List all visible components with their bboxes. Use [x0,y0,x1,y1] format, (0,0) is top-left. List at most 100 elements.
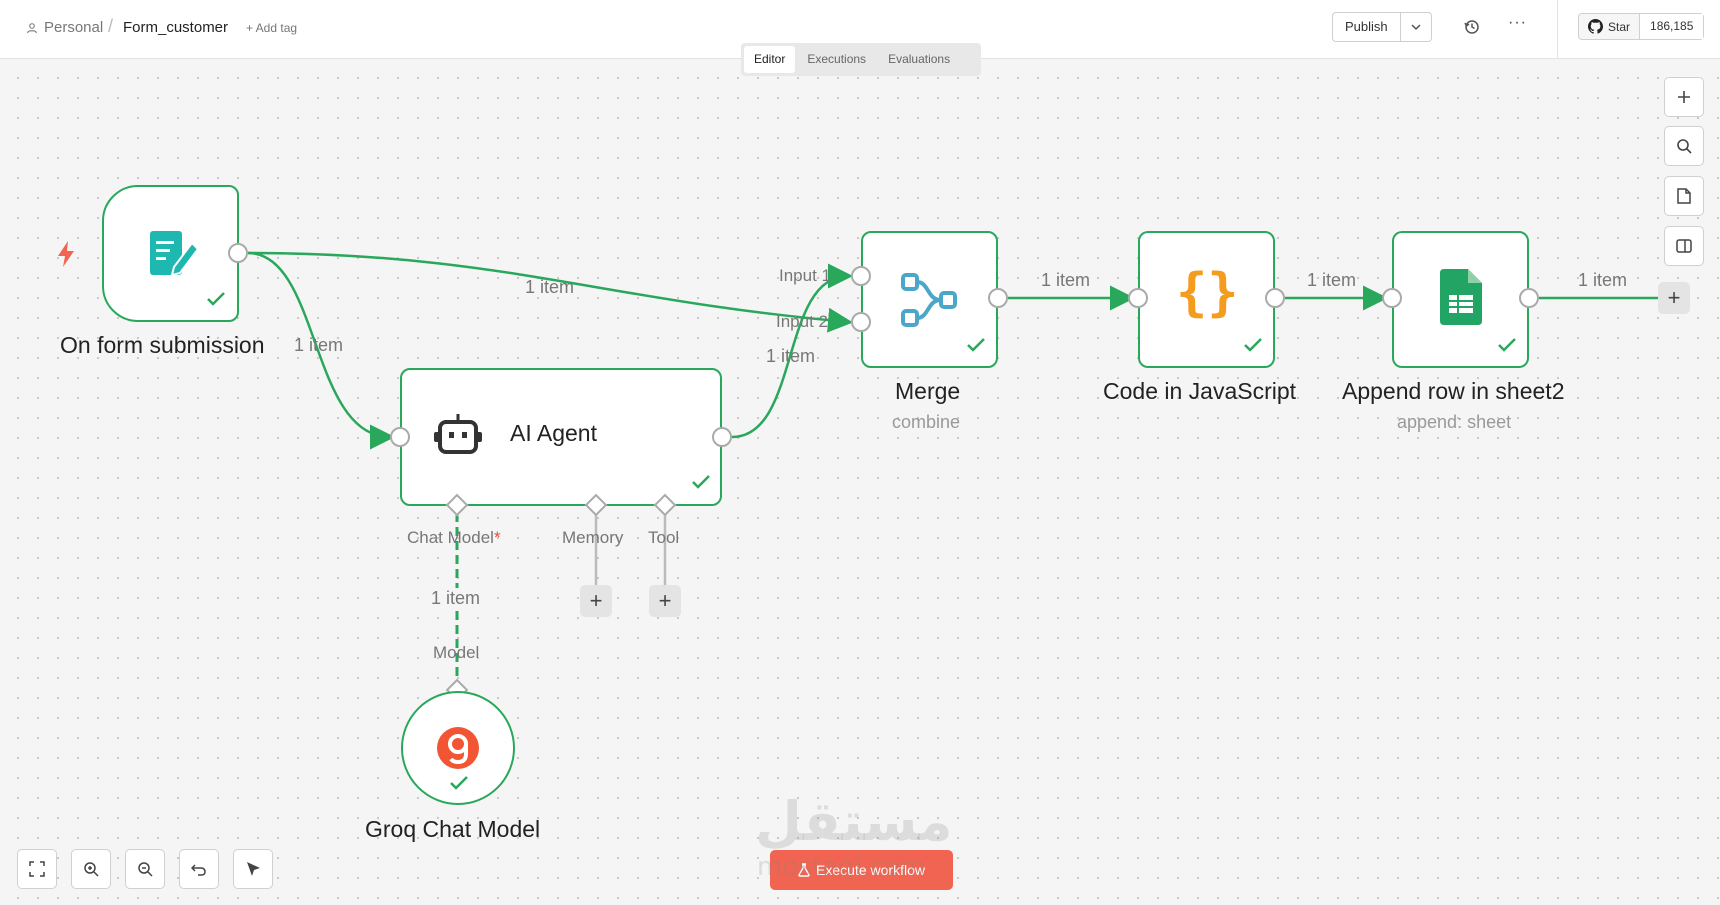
node-merge[interactable] [861,231,998,368]
toggle-panel-button[interactable] [1664,226,1704,266]
form-icon [150,231,200,277]
tab-editor[interactable]: Editor [744,46,796,73]
success-check-icon [1498,338,1516,352]
node-code-javascript[interactable]: {} [1138,231,1275,368]
merge-icon [901,273,957,327]
workflow-name[interactable]: Form_customer [123,19,229,36]
publish-dropdown-button[interactable] [1401,13,1431,41]
view-tabs: Editor Executions Evaluations [741,43,981,76]
panel-icon [1676,239,1692,253]
chat-model-label: Chat Model* [407,528,501,547]
watermark-latin: mostaql.com [757,852,926,882]
google-sheets-icon [1440,269,1482,325]
merge-input-1-label: Input 1 [779,266,831,285]
sticky-note-button[interactable] [1664,176,1704,216]
tool-label: Tool [648,528,680,547]
user-icon [26,22,38,33]
publish-button-group: Publish [1332,12,1432,42]
add-memory-button[interactable]: + [580,585,612,617]
edge-form-to-merge [247,251,853,333]
github-star-widget[interactable]: Star 186,185 [1578,13,1705,40]
fit-view-button[interactable] [17,849,57,889]
merge-input-2-label: Input 2 [776,312,828,331]
github-star-label: Star [1608,19,1631,34]
sticky-note-icon [1677,188,1691,204]
edge-label-sheets-out: 1 item [1578,270,1628,290]
form-node-label: On form submission [60,332,265,358]
node-groq-chat-model[interactable] [401,691,515,805]
add-node-button[interactable] [1664,77,1704,117]
magic-wand-icon [247,862,260,876]
reset-zoom-button[interactable] [179,849,219,889]
undo-icon [191,864,206,876]
node-form-submission[interactable] [102,185,239,322]
node-google-sheets[interactable] [1392,231,1529,368]
sheets-output-handle[interactable] [1519,288,1539,308]
code-output-handle[interactable] [1265,288,1285,308]
groq-icon [437,727,479,769]
merge-node-sublabel: combine [892,412,961,432]
code-node-label: Code in JavaScript [1103,378,1297,404]
execute-workflow-button[interactable]: Execute workflow [770,850,953,890]
edge-agent-to-merge [731,263,853,439]
groq-model-label: Model [433,643,480,662]
form-output-handle[interactable] [228,243,248,263]
robot-icon [434,414,482,454]
header-divider [1557,0,1558,59]
add-tag-link[interactable]: + Add tag [246,21,298,35]
zoom-in-icon [84,862,99,877]
zoom-out-icon [138,862,153,877]
history-icon[interactable] [1462,17,1482,37]
edge-label-form-to-merge: 1 item [525,277,575,297]
more-options-icon[interactable]: ··· [1508,14,1527,31]
edge-label-code-to-sheets: 1 item [1307,270,1357,290]
memory-label: Memory [562,528,624,547]
tab-executions[interactable]: Executions [807,52,867,66]
node-ai-agent[interactable]: AI Agent [400,368,722,506]
tidy-up-button[interactable] [233,849,273,889]
edge-label-merge-to-code: 1 item [1041,270,1091,290]
success-check-icon [450,776,468,790]
groq-node-label: Groq Chat Model [365,816,541,842]
github-star-count: 186,185 [1640,14,1704,39]
breadcrumb-personal[interactable]: Personal [26,19,103,36]
ai-agent-output-handle[interactable] [712,427,732,447]
success-check-icon [967,338,985,352]
ai-agent-label: AI Agent [510,420,597,446]
breadcrumb-personal-label: Personal [44,19,104,36]
workflow-canvas[interactable] [0,60,1720,905]
code-input-handle[interactable] [1128,288,1148,308]
merge-input-2-handle[interactable] [851,312,871,332]
zoom-in-button[interactable] [71,849,111,889]
success-check-icon [207,292,225,306]
ai-agent-input-handle[interactable] [390,427,410,447]
add-tool-button[interactable]: + [649,585,681,617]
merge-input-1-handle[interactable] [851,266,871,286]
tab-evaluations[interactable]: Evaluations [888,52,951,66]
edge-label-groq-to-agent: 1 item [431,588,481,609]
add-next-node-button[interactable]: + [1658,282,1690,314]
github-star-button[interactable]: Star [1579,14,1641,39]
publish-button[interactable]: Publish [1333,13,1401,41]
edge-form-to-agent [247,251,395,450]
execute-workflow-label: Execute workflow [816,862,925,878]
chevron-down-icon [1411,24,1421,31]
zoom-out-button[interactable] [125,849,165,889]
sheets-node-label: Append row in sheet2 [1342,378,1565,404]
merge-output-handle[interactable] [988,288,1008,308]
edge-label-agent-to-merge: 1 item [766,346,816,366]
breadcrumb-separator: / [108,16,114,36]
watermark-arabic: مستقل [755,790,953,853]
plus-icon [1678,91,1690,103]
merge-node-label: Merge [895,378,961,404]
edge-label-form-to-agent: 1 item [294,335,344,355]
sheets-input-handle[interactable] [1382,288,1402,308]
sheets-node-sublabel: append: sheet [1397,412,1512,432]
success-check-icon [1244,338,1262,352]
search-nodes-button[interactable] [1664,126,1704,166]
code-braces-icon: {} [1176,263,1239,323]
success-check-icon [692,475,710,489]
flask-icon [798,863,810,877]
github-icon [1588,19,1603,34]
